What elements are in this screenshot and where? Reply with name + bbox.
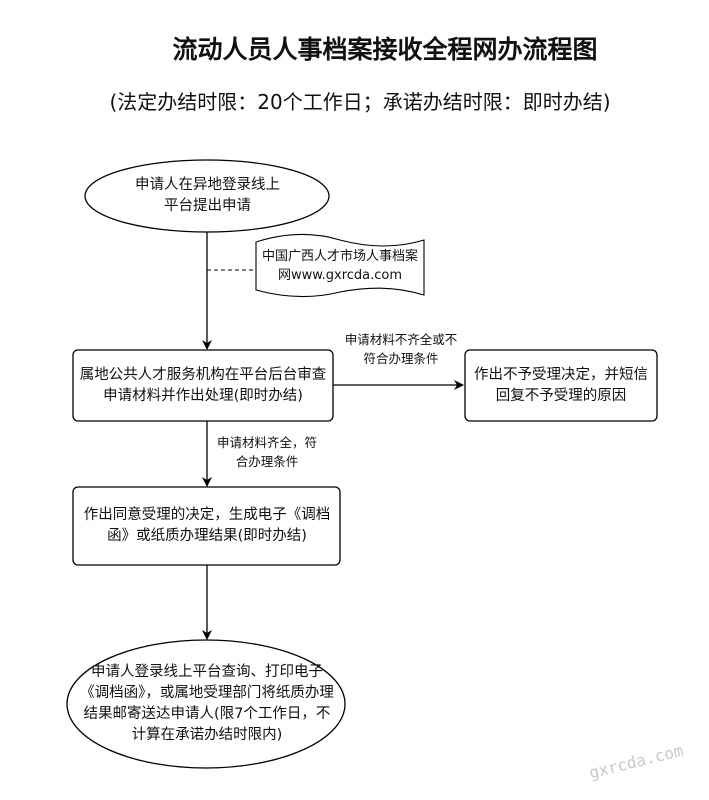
reject-node-shape xyxy=(464,349,658,422)
website-document-node: 中国广西人才市场人事档案网www.gxrcda.com xyxy=(262,249,419,283)
page-subtitle: (法定办结时限：20个工作日；承诺办结时限：即时办结) xyxy=(109,90,611,114)
reject-node: 作出不予受理决定，并短信回复不予受理的原因 xyxy=(474,366,648,404)
review-node: 属地公共人才服务机构在平台后台审查申请材料并作出处理(即时办结) xyxy=(79,366,327,404)
document-shape xyxy=(255,233,425,298)
reject-condition-label: 申请材料不齐全或不符合办理条件 xyxy=(344,332,458,366)
page-title: 流动人员人事档案接收全程网办流程图 xyxy=(172,35,598,64)
start-node: 申请人在异地登录线上平台提出申请 xyxy=(135,177,280,214)
end-node-shape xyxy=(66,639,346,769)
accept-condition-label: 申请材料齐全，符合办理条件 xyxy=(216,435,317,469)
end-node: 申请人登录线上平台查询、打印电子《调档函》，或属地受理部门将纸质办理结果邮寄送达… xyxy=(80,664,334,743)
accept-node: 作出同意受理的决定，生成电子《调档函》或纸质办理结果(即时办结) xyxy=(83,507,331,544)
